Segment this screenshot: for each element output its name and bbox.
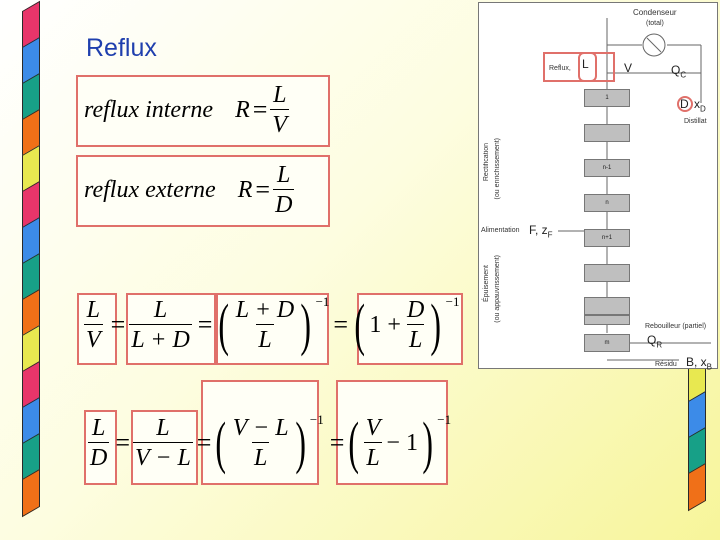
eq2-t2-num: L xyxy=(156,415,170,441)
definition-box-internal: reflux interne R = L V xyxy=(76,75,330,147)
feed-label: Alimentation xyxy=(481,227,520,234)
tray xyxy=(584,315,630,325)
fraction-denominator: D xyxy=(273,189,295,217)
tray: n-1 xyxy=(584,159,630,177)
reboiler-label: Rebouilleur (partiel) xyxy=(645,323,707,330)
tray xyxy=(584,297,630,315)
eq1-t4-num: D xyxy=(406,297,425,323)
qr-label: QR xyxy=(647,333,663,350)
fraction-denominator: V xyxy=(270,109,290,137)
eq1-t4-one: 1 + xyxy=(369,311,401,338)
eq2-term2-box xyxy=(131,410,198,485)
eq1-lhs-num: L xyxy=(86,297,101,323)
eq1-t2-num: L xyxy=(153,297,168,323)
distillate-xD: xD xyxy=(694,97,706,114)
eq1-term3-box xyxy=(216,293,329,365)
eq1-term4-box xyxy=(357,293,463,365)
tray: n+1 xyxy=(584,229,630,247)
eq2-t4-minus: − 1 xyxy=(386,429,418,456)
fraction-numerator: L xyxy=(273,82,287,108)
tray: 1 xyxy=(584,89,630,107)
stripping-sub: (ou appauvrissement) xyxy=(494,255,501,323)
tray: n xyxy=(584,194,630,212)
vapor-V: V xyxy=(624,61,633,75)
eq2-exponent-2: −1 xyxy=(437,412,452,427)
eq2-lhs-den: D xyxy=(88,442,110,470)
eq1-t2-den: L + D xyxy=(129,324,192,352)
definition-name: reflux interne xyxy=(84,96,214,123)
definition-name: reflux externe xyxy=(84,176,216,203)
distillate-D: D xyxy=(680,97,689,111)
rectification-sub: (ou enrichissement) xyxy=(494,138,501,200)
tray xyxy=(584,124,630,142)
qc-label: QC xyxy=(671,63,687,80)
tray xyxy=(584,264,630,282)
eq1-lhs-den: V xyxy=(84,324,103,352)
eq1-exponent-2: −1 xyxy=(445,294,460,309)
eq2-term4-box xyxy=(336,380,448,485)
residue-label: Résidu xyxy=(655,361,677,368)
eq1-t4-den: L xyxy=(406,324,425,352)
eq2-exponent: −1 xyxy=(309,412,324,427)
eq1-t3-den: L xyxy=(256,324,274,352)
distillation-column-diagram: Condenseur (total) Reflux, L V QC D xD D… xyxy=(478,2,718,372)
definition-var: R xyxy=(237,176,253,203)
definition-var: R xyxy=(235,96,250,123)
eq2-term3-box xyxy=(201,380,319,485)
eq1-term2-box xyxy=(126,293,216,365)
eq2-t4-num: V xyxy=(365,415,381,441)
definition-fraction: L D xyxy=(273,162,295,217)
residue-B: B, xB xyxy=(686,355,713,372)
eq2-t3-den: L xyxy=(252,442,270,470)
eq1-t3-num: L + D xyxy=(235,297,295,323)
slide-title: Reflux xyxy=(86,34,157,62)
eq2-term1-box xyxy=(84,410,117,485)
stripping-label: Épuisement xyxy=(483,265,490,302)
definition-box-external: reflux externe R = L D xyxy=(76,155,330,227)
eq2-lhs-num: L xyxy=(91,415,106,441)
eq1-term1-box xyxy=(77,293,117,365)
eq2-t3-num: V − L xyxy=(232,415,289,441)
rectification-label: Rectification xyxy=(483,143,490,182)
reflux-label: Reflux, xyxy=(549,65,571,72)
eq2-t2-den: V − L xyxy=(133,442,193,470)
eq2-t4-den: L xyxy=(364,442,382,470)
condenser-label: Condenseur xyxy=(633,8,677,17)
definition-fraction: L V xyxy=(270,82,290,137)
tray: m xyxy=(584,334,630,352)
fraction-numerator: L xyxy=(277,162,291,188)
reflux-L: L xyxy=(582,57,589,71)
feed-F: F, zF xyxy=(529,223,553,240)
condenser-sub: (total) xyxy=(646,20,664,27)
column-lines xyxy=(543,18,711,361)
distillat-label: Distillat xyxy=(684,118,707,125)
eq1-exponent: −1 xyxy=(315,294,330,309)
